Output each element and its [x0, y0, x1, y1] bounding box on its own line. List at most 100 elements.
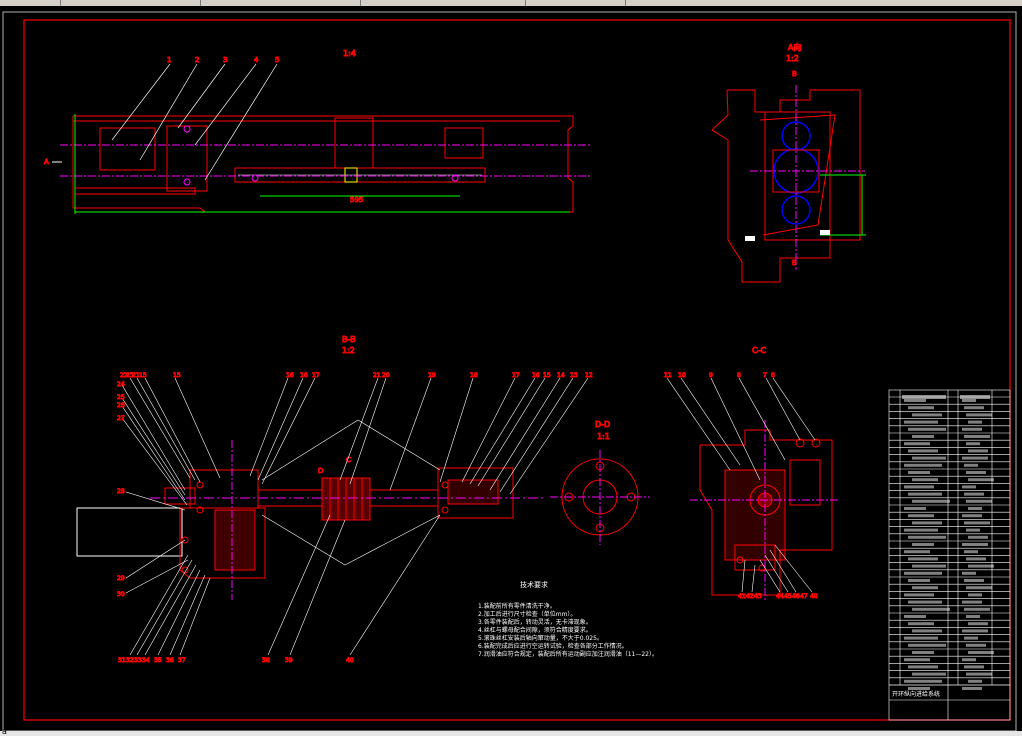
section-bb-title: B-B: [342, 335, 356, 344]
part-no: 11: [664, 372, 672, 379]
parts-row-text: [912, 478, 938, 482]
parts-row-text: [904, 636, 938, 640]
parts-row-spec: [966, 615, 980, 618]
part-no: 10: [678, 372, 686, 379]
part-no: 1: [167, 56, 171, 64]
parts-row-text: [908, 427, 946, 431]
tech-req-item: 5.滚珠丝杠安装后轴向窜动量，不大于0.025。: [478, 634, 603, 642]
parts-row-text: [904, 658, 930, 662]
part-no: 13: [570, 372, 578, 379]
tech-req-item: 1.装配前所有零件清洗干净。: [478, 602, 556, 610]
parts-row-spec: [968, 507, 982, 510]
parts-row-spec: [968, 535, 988, 539]
tech-req-item: 4.丝杠与螺母配合间隙，须符合精度要求。: [478, 626, 592, 634]
part-no: 8: [737, 372, 741, 379]
tech-req-item: 7.润滑油应符合规定，装配后所有运动副应加注润滑油（11—22）。: [478, 650, 658, 658]
detail-a-title: A向: [788, 42, 801, 52]
parts-row-text: [908, 406, 934, 410]
title-block-title: 开环纵向进给系统: [892, 690, 940, 698]
part-no: 15: [543, 372, 551, 379]
part-no: 47: [800, 593, 808, 600]
section-view-bb: B-B 1:2 D C: [76, 335, 593, 665]
toolbar-tab[interactable]: [525, 0, 626, 6]
part-no: 44: [776, 593, 784, 600]
parts-row-text: [904, 442, 930, 446]
parts-row-spec: [962, 658, 976, 662]
parts-row-text: [908, 471, 930, 474]
parts-row-text: [908, 449, 938, 453]
tech-req-title: 技术要求: [520, 580, 548, 589]
toolbar-tab[interactable]: [360, 0, 526, 6]
parts-row-spec: [966, 413, 992, 417]
parts-row-text: [908, 622, 934, 626]
part-no: 17: [512, 372, 520, 379]
section-dd-scale: 1:1: [597, 432, 610, 441]
part-no: 16: [532, 372, 540, 379]
part-no: 27: [117, 415, 125, 422]
part-no: 6: [771, 372, 775, 379]
tech-req-item: 3.各零件装配后，转动灵活，无卡滞现象。: [478, 618, 592, 626]
part-no: 14: [557, 372, 565, 379]
part-no: 21: [373, 372, 381, 379]
part-no: 34: [142, 657, 150, 664]
part-no: 24: [117, 381, 125, 388]
part-no: 35: [154, 657, 162, 664]
parts-row-spec: [962, 571, 976, 575]
parts-row-spec: [962, 427, 982, 431]
part-no: 45: [784, 593, 792, 600]
part-no: 15: [173, 372, 181, 379]
motor-housing: [76, 507, 183, 557]
parts-list: 开环纵向进给系统: [888, 389, 1011, 721]
part-no: 37: [178, 657, 186, 664]
parts-row-text: [908, 492, 942, 496]
parts-row-text: [912, 499, 950, 503]
parts-row-spec: [966, 442, 980, 446]
part-no: 15: [139, 372, 147, 379]
main-view-a: 1:4 595 A 1 2 3 4 5: [44, 49, 590, 214]
toolbar-tab[interactable]: [0, 0, 61, 6]
parts-row-spec: [966, 643, 986, 647]
part-no: 36: [166, 657, 174, 664]
parts-row-text: [912, 672, 946, 676]
parts-row-spec: [964, 636, 978, 640]
part-no: 43: [754, 593, 762, 600]
parts-row-text: [904, 485, 934, 489]
parts-row-text: [904, 550, 930, 554]
part-no: 31: [118, 657, 126, 664]
parts-row-text: [904, 420, 938, 424]
parts-row-spec: [966, 672, 992, 676]
part-no: 42: [746, 593, 754, 600]
ball-screw: [234, 167, 486, 183]
parts-row-text: [908, 687, 930, 690]
parts-row-text: [912, 629, 942, 633]
technical-requirements: 技术要求 1.装配前所有零件清洗干净。 2.加工后进行尺寸检查（单位mm）。 3…: [478, 580, 658, 658]
part-no: 32: [126, 657, 134, 664]
section-marker-b-bottom: B: [792, 259, 797, 267]
part-no: 2: [195, 56, 199, 64]
section-marker-d: D: [318, 467, 323, 475]
window-toolbar: [0, 0, 1022, 6]
parts-row-text: [908, 665, 938, 669]
view-a-scale: 1:4: [343, 49, 356, 58]
parts-row-spec: [966, 471, 986, 474]
toolbar-tab[interactable]: [200, 0, 361, 6]
parts-row-text: [904, 399, 926, 402]
section-view-cc: C-C 11 10 9 8 7 6 41 42 43 44 45 46 47 4…: [664, 346, 840, 601]
part-no: 21: [132, 372, 140, 379]
toolbar-tab[interactable]: [60, 0, 201, 6]
part-no: 33: [134, 657, 142, 664]
parts-row-text: [904, 507, 926, 510]
tech-req-item: 6.装配完成后应进行空运转试验，检查各部分工作情况。: [478, 642, 628, 650]
section-marker-c: C: [346, 456, 351, 464]
part-no: 25: [117, 394, 125, 401]
parts-row-text: [908, 514, 934, 518]
parts-row-text: [912, 456, 946, 460]
part-no: 38: [262, 657, 270, 664]
parts-row-spec: [964, 406, 984, 410]
parts-row-spec: [968, 651, 994, 654]
parts-row-text: [908, 557, 938, 561]
parts-row-spec: [968, 420, 982, 424]
section-bb-scale: 1:2: [342, 346, 355, 355]
parts-row-text: [904, 615, 926, 618]
